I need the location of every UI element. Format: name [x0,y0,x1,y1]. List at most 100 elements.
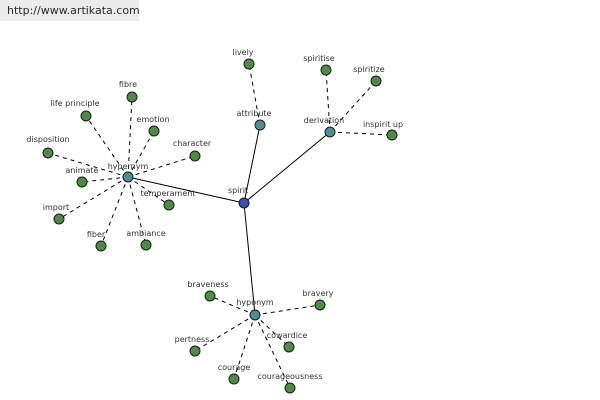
node-courageousness[interactable]: courageousness [257,372,323,394]
node-pertness[interactable]: pertness [175,335,210,357]
node-temperament[interactable]: temperament [141,189,196,211]
node-circle-hypernym[interactable] [122,171,134,183]
node-circle-fibre[interactable] [126,91,138,103]
node-bravery[interactable]: bravery [303,289,334,311]
node-circle-lively[interactable] [243,58,255,70]
node-circle-life-principle[interactable] [80,110,92,122]
node-label-temperament: temperament [141,189,196,198]
node-fiber[interactable]: fiber [87,230,107,252]
node-circle-cowardice[interactable] [283,341,295,353]
node-label-emotion: emotion [137,115,170,124]
node-label-pertness: pertness [175,335,210,344]
node-circle-braveness[interactable] [204,290,216,302]
node-label-derivation: derivation [304,116,344,125]
node-inspirit-up[interactable]: inspirit up [363,120,403,141]
edge-hyponym-courageousness [254,314,291,389]
edge-hypernym-character [127,155,196,178]
node-emotion[interactable]: emotion [137,115,170,137]
node-hypernym[interactable]: hypernym [108,162,149,183]
node-cowardice[interactable]: cowardice [267,331,308,353]
edge-hypernym-fibre [127,96,133,178]
node-label-courage: courage [218,363,251,372]
node-circle-courage[interactable] [228,373,240,385]
node-circle-fiber[interactable] [95,240,107,252]
node-circle-spirit[interactable] [238,197,250,209]
node-circle-spiritise[interactable] [320,64,332,76]
node-label-life-principle: life principle [50,99,99,108]
edge-spirit-derivation [243,131,331,204]
node-circle-inspirit-up[interactable] [386,129,398,141]
edge-hyponym-pertness [194,314,256,352]
node-circle-courageousness[interactable] [284,382,296,394]
edge-hypernym-temperament [127,176,170,206]
node-label-spiritize: spiritize [353,65,385,74]
node-label-ambiance: ambiance [126,229,165,238]
edge-hypernym-import [58,176,129,220]
node-courage[interactable]: courage [218,363,251,385]
edge-hyponym-braveness [209,295,256,316]
node-label-hyponym: hyponym [236,298,274,307]
node-circle-hyponym[interactable] [249,309,261,321]
node-circle-ambiance[interactable] [140,239,152,251]
node-label-character: character [173,139,212,148]
edge-derivation-spiritise [325,69,331,133]
node-circle-temperament[interactable] [163,199,175,211]
node-spiritise[interactable]: spiritise [303,54,335,76]
edge-hyponym-bravery [254,304,321,316]
node-label-disposition: disposition [26,135,69,144]
edge-hypernym-ambiance [127,176,147,246]
edge-derivation-spiritize [329,80,377,133]
node-circle-character[interactable] [189,150,201,162]
edge-spirit-attribute [243,124,261,204]
node-label-spiritise: spiritise [303,54,335,63]
node-attribute[interactable]: attribute [237,109,272,131]
node-circle-emotion[interactable] [148,125,160,137]
url-banner: http://www.artikata.com [0,0,140,21]
node-import[interactable]: import [43,203,69,225]
node-label-attribute: attribute [237,109,272,118]
url-text: http://www.artikata.com [7,4,140,17]
node-life-principle[interactable]: life principle [50,99,100,122]
node-label-cowardice: cowardice [267,331,308,340]
node-circle-import[interactable] [53,213,65,225]
node-circle-pertness[interactable] [189,345,201,357]
node-label-braveness: braveness [187,280,228,289]
node-circle-bravery[interactable] [314,299,326,311]
node-lively[interactable]: lively [232,48,255,70]
node-fibre[interactable]: fibre [119,80,138,103]
node-label-inspirit-up: inspirit up [363,120,403,129]
node-spirit[interactable]: spirit [228,186,250,209]
edge-hypernym-disposition [47,152,129,178]
node-circle-spiritize[interactable] [370,75,382,87]
node-character[interactable]: character [173,139,212,162]
edge-hyponym-courage [233,314,256,380]
node-label-courageousness: courageousness [257,372,322,381]
node-hyponym[interactable]: hyponym [236,298,274,321]
node-circle-derivation[interactable] [324,126,336,138]
node-spiritize[interactable]: spiritize [353,65,385,87]
edge-derivation-inspirit-up [329,131,393,136]
node-disposition[interactable]: disposition [26,135,70,159]
node-label-animate: animate [66,166,99,175]
node-label-hypernym: hypernym [108,162,149,171]
edge-spirit-hyponym [243,202,256,316]
node-label-lively: lively [232,48,253,57]
node-circle-attribute[interactable] [254,119,266,131]
node-animate[interactable]: animate [66,166,99,188]
node-circle-animate[interactable] [76,176,88,188]
edge-spirit-hypernym [127,176,245,204]
edge-hypernym-emotion [127,130,155,178]
node-label-spirit: spirit [228,186,248,195]
node-braveness[interactable]: braveness [187,280,229,302]
node-label-bravery: bravery [303,289,334,298]
edges-layer [47,63,393,389]
node-ambiance[interactable]: ambiance [126,229,166,251]
node-label-fiber: fiber [87,230,106,239]
node-derivation[interactable]: derivation [304,116,344,138]
nodes-layer: fibre life principle emotion character dispo… [26,48,403,394]
node-label-fibre: fibre [119,80,137,89]
node-circle-disposition[interactable] [42,147,54,159]
node-label-import: import [43,203,69,212]
